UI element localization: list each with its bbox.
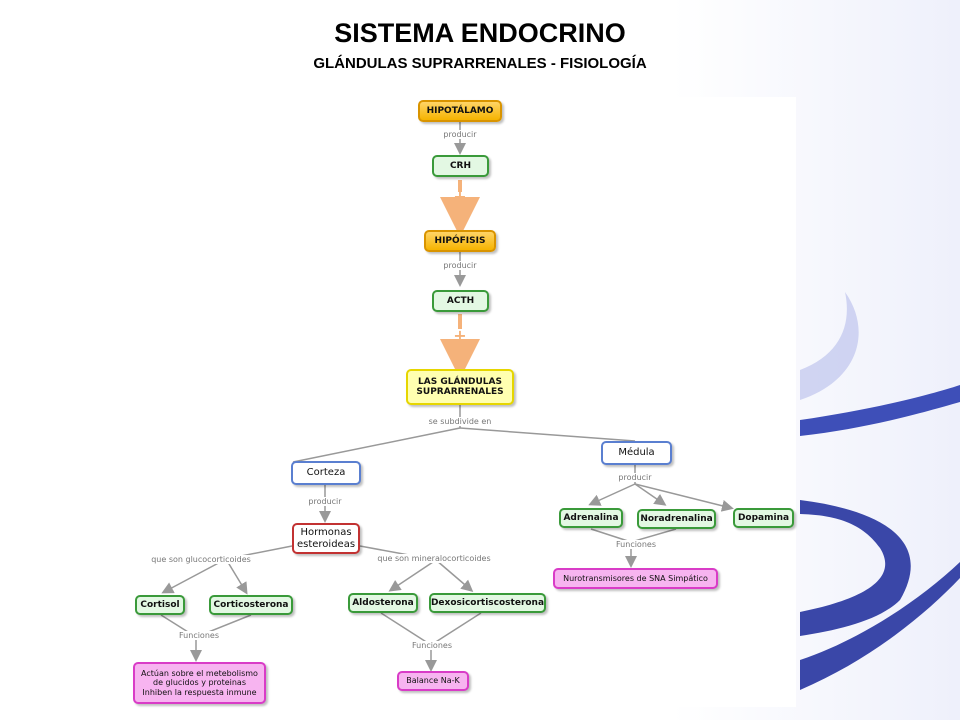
node-neurotransmisores: Nurotransmisores de SNA Simpático bbox=[553, 568, 718, 589]
link-label-funciones: Funciones bbox=[178, 631, 220, 640]
stimulus-plus: + bbox=[453, 326, 467, 345]
node-cortisol: Cortisol bbox=[135, 595, 185, 615]
link-label-producir: producir bbox=[442, 130, 478, 139]
link-label-mineralocorticoides: que son mineralocorticoides bbox=[376, 554, 492, 563]
node-corteza: Corteza bbox=[291, 461, 361, 485]
stimulus-plus: + bbox=[453, 187, 467, 206]
node-crh: CRH bbox=[432, 155, 489, 177]
link-label-funciones: Funciones bbox=[615, 540, 657, 549]
node-acth: ACTH bbox=[432, 290, 489, 312]
node-hormonas-esteroideas: Hormonas esteroideas bbox=[292, 523, 360, 554]
link-label-se-subdivide: se subdivide en bbox=[427, 417, 493, 426]
link-label-funciones: Funciones bbox=[411, 641, 453, 650]
node-aldosterona: Aldosterona bbox=[348, 593, 418, 613]
node-glandulas-suprarrenales: LAS GLÁNDULAS SUPRARRENALES bbox=[406, 369, 514, 405]
link-label-producir: producir bbox=[617, 473, 653, 482]
node-actuan-metabolismo: Actúan sobre el metebolismo de glucidos … bbox=[133, 662, 266, 704]
page-subtitle: GLÁNDULAS SUPRARRENALES - FISIOLOGÍA bbox=[313, 55, 647, 72]
node-balance-na-k: Balance Na-K bbox=[397, 671, 469, 691]
link-label-producir: producir bbox=[442, 261, 478, 270]
node-noradrenalina: Noradrenalina bbox=[637, 509, 716, 529]
link-label-glucocorticoides: que son glucocorticoides bbox=[150, 555, 252, 564]
node-adrenalina: Adrenalina bbox=[559, 508, 623, 528]
node-corticosterona: Corticosterona bbox=[209, 595, 293, 615]
node-medula: Médula bbox=[601, 441, 672, 465]
page-title: SISTEMA ENDOCRINO bbox=[334, 18, 626, 48]
link-label-producir: producir bbox=[307, 497, 343, 506]
node-hipofisis: HIPÓFISIS bbox=[424, 230, 496, 252]
concept-map: producir + producir + se subdivide en pr… bbox=[131, 97, 796, 707]
node-dopamina: Dopamina bbox=[733, 508, 794, 528]
node-hipotalamo: HIPOTÁLAMO bbox=[418, 100, 502, 122]
node-dexosicortiscosterona: Dexosicortiscosterona bbox=[429, 593, 546, 613]
